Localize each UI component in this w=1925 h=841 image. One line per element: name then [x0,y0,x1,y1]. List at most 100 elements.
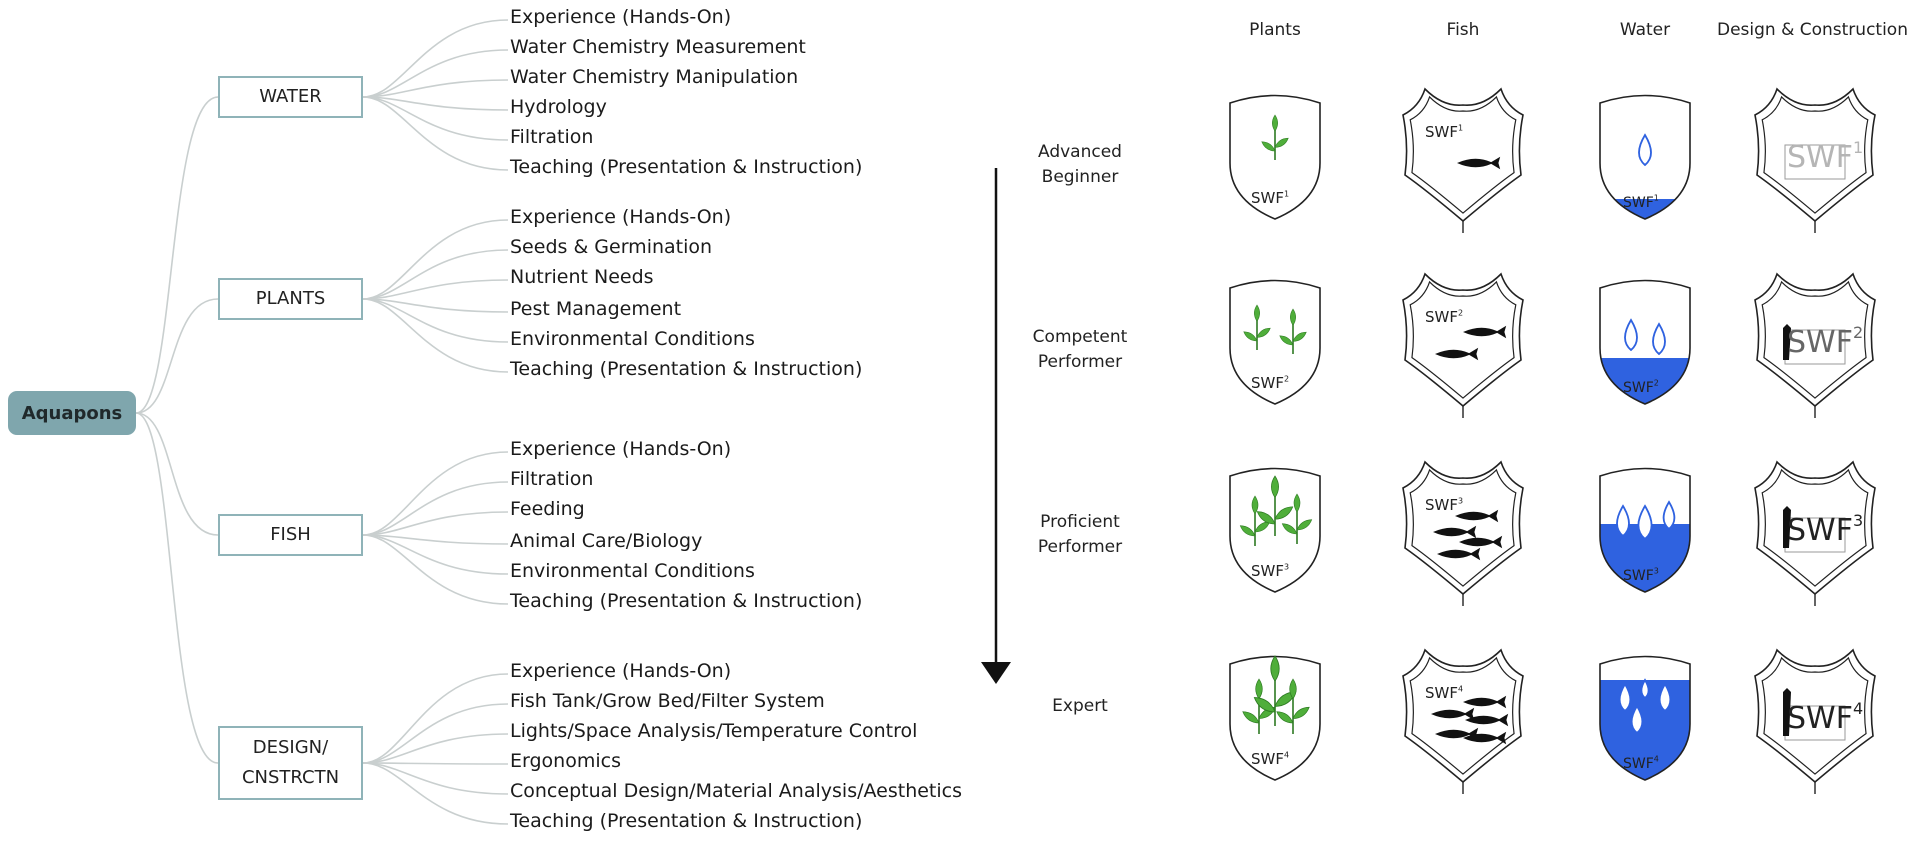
fish-badge: SWF3 [1402,460,1524,606]
leaf-icon [1261,141,1276,152]
design-construction-badge: SWF4 [1754,648,1876,794]
swf-level-mark: SWF1 [1251,189,1289,207]
category-to-item-connector [362,481,509,536]
skill-item: Water Chemistry Manipulation [510,66,799,88]
level-label-line1: Proficient [1040,512,1120,532]
swf-level-mark: SWF3 [1623,567,1659,584]
skill-item: Nutrient Needs [510,266,654,288]
swf-level-mark: SWF2 [1251,374,1289,392]
builder-figure-icon [1783,506,1791,548]
skill-item: Environmental Conditions [510,560,755,582]
column-header-design-construction: Design & Construction [1716,20,1908,40]
skill-item: Lights/Space Analysis/Temperature Contro… [510,720,918,742]
fish-badge: SWF4 [1402,648,1524,794]
water-drop-icon [1652,322,1666,356]
category-design-construction: DESIGN/ CNSTRCTN [218,726,363,800]
leaf-icon [1289,678,1297,700]
leaf-icon [1256,327,1271,338]
category-to-item-connector [362,79,509,98]
shield-icon [1599,279,1691,405]
frame-outline-inner [1761,656,1869,775]
shield-icon [1229,279,1321,405]
frame-outline [1402,460,1524,596]
skill-item: Environmental Conditions [510,328,755,350]
leaf-icon [1271,475,1279,499]
skill-item: Ergonomics [510,750,621,772]
swf-level-mark: SWF2 [1425,308,1463,326]
design-construction-badge: SWF1 [1754,87,1876,233]
category-to-item-connector [362,511,509,536]
level-competent-performer: Competent Performer [1010,325,1150,375]
plants-badge: SWF4 [1229,655,1321,781]
category-to-item-connector [362,298,509,343]
leaf-icon [1292,331,1307,342]
root-to-category-connector [135,412,219,536]
category-label: FISH [270,524,311,545]
leaf-icon [1274,506,1294,520]
water-level-fill [1600,680,1690,780]
leaf-icon [1279,335,1294,346]
category-to-item-connector [362,762,509,765]
water-badge: SWF2 [1599,279,1691,405]
water-drop-icon [1658,682,1672,713]
water-drop-icon [1662,500,1676,531]
swf-level-mark: SWF1 [1787,138,1863,175]
frame-outline-inner [1409,280,1517,399]
fish-icon [1455,509,1499,523]
level-advanced-beginner: Advanced Beginner [1010,140,1150,190]
water-drop-icon [1630,704,1644,735]
shield-icon [1599,467,1691,593]
category-to-item-connector [362,534,509,605]
skill-item: Experience (Hands-On) [510,660,732,682]
skill-item: Experience (Hands-On) [510,438,732,460]
category-to-item-connector [362,96,509,171]
swf-level-mark: SWF3 [1787,511,1863,548]
root-to-category-connector [135,412,219,764]
frame-outline-inner [1409,656,1517,775]
plants-badge: SWF2 [1229,279,1321,405]
category-to-item-connector [362,534,509,575]
level-label-line1: Advanced [1038,142,1122,162]
fish-icon [1457,156,1501,170]
fish-icon [1431,707,1475,721]
level-label-line2: Performer [1037,352,1123,372]
frame-outline [1402,272,1524,408]
swf-level-mark: SWF2 [1623,379,1659,396]
frame-outline-inner [1409,95,1517,214]
category-to-item-connector [362,733,509,764]
skill-item: Conceptual Design/Material Analysis/Aest… [510,780,963,802]
leaf-icon [1255,678,1263,700]
level-label-line2: Beginner [1041,167,1119,187]
leaf-icon [1251,495,1259,515]
water-level-fill [1600,524,1690,592]
fish-icon [1435,347,1479,361]
water-drop-icon [1640,678,1650,700]
category-to-item-connector [362,703,509,764]
skill-item: Fish Tank/Grow Bed/Filter System [510,690,825,712]
leaf-icon [1270,655,1280,682]
fish-icon [1459,535,1503,549]
plants-badge: SWF1 [1229,94,1321,220]
category-fish: FISH [218,514,363,556]
fish-icon [1463,325,1507,339]
swf-level-mark: SWF3 [1251,562,1289,580]
skill-item: Experience (Hands-On) [510,206,732,228]
root-to-category-connector [135,96,219,414]
skill-item: Teaching (Presentation & Instruction) [510,358,863,380]
skill-item: Hydrology [510,96,607,118]
category-to-item-connector [362,298,509,313]
fish-badge: SWF1 [1402,87,1524,233]
swf-level-mark: SWF4 [1425,684,1463,702]
leaf-icon [1281,523,1298,535]
swf-level-mark: SWF1 [1425,123,1463,141]
leaf-icon [1256,511,1276,525]
leaf-icon [1274,137,1289,148]
swf-level-mark: SWF3 [1425,496,1463,514]
category-to-item-connector [362,762,509,795]
design-construction-badge: SWF3 [1754,460,1876,606]
skill-item: Teaching (Presentation & Instruction) [510,810,863,832]
category-to-item-connector [362,19,509,98]
category-to-item-connector [362,96,509,111]
fish-icon [1463,731,1507,745]
